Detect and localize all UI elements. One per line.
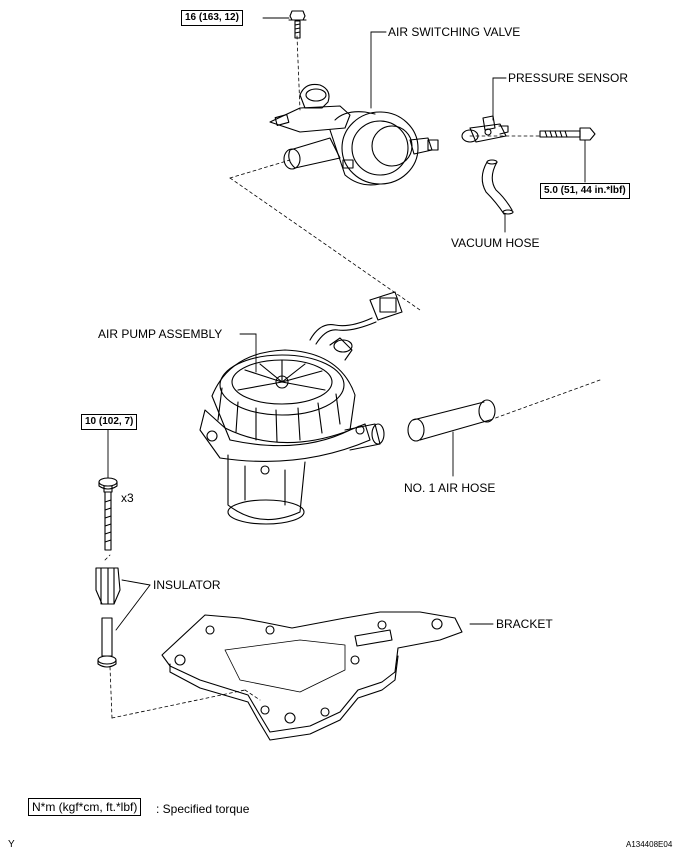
- valve-bolt-torque: 16 (163, 12): [181, 10, 243, 26]
- bracket-icon: [161, 611, 463, 741]
- pressure-sensor-icon: [461, 115, 509, 143]
- bracket-label: BRACKET: [496, 617, 553, 631]
- no1-air-hose-label: NO. 1 AIR HOSE: [404, 481, 496, 495]
- sensor-bolt-torque: 5.0 (51, 44 in.*lbf): [540, 183, 630, 199]
- figure-id: A134408E04: [626, 840, 673, 849]
- air-switching-valve-label: AIR SWITCHING VALVE: [388, 25, 521, 39]
- valve-bolt-icon: [288, 10, 307, 39]
- vacuum-hose-icon: [481, 159, 514, 215]
- torque-legend-description: : Specified torque: [156, 802, 250, 816]
- air-pump-assembly-label: AIR PUMP ASSEMBLY: [98, 327, 223, 341]
- air-hose-icon: [407, 399, 496, 442]
- pump-bolt-icon: [98, 477, 118, 551]
- sensor-bolt-icon: [539, 127, 596, 141]
- leader-lines: [107, 17, 586, 631]
- pressure-sensor-label: PRESSURE SENSOR: [508, 71, 629, 85]
- insulator-icon: [95, 567, 121, 668]
- assembly-guide-lines: [104, 35, 601, 719]
- torque-unit-legend-box: N*m (kgf*cm, ft.*lbf): [28, 798, 142, 816]
- footer-left-mark: Y: [8, 839, 15, 850]
- vacuum-hose-label: VACUUM HOSE: [451, 236, 540, 250]
- quantity-label: x3: [121, 491, 134, 505]
- insulator-label: INSULATOR: [153, 578, 221, 592]
- air-switching-valve-icon: [269, 83, 439, 186]
- air-pump-assembly-icon: [199, 291, 403, 525]
- pump-bolt-torque: 10 (102, 7): [81, 414, 138, 430]
